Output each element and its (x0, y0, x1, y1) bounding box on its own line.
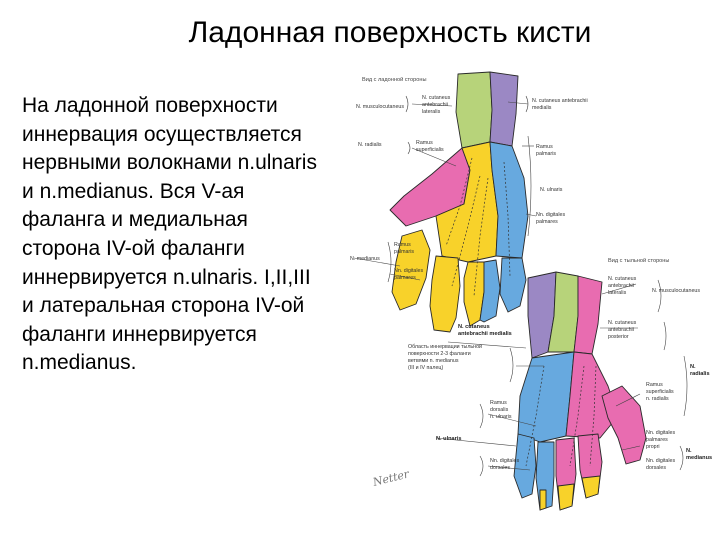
label-superf-1: Ramus (416, 140, 433, 146)
label-dig-m-1: Nn. digitales (394, 268, 424, 274)
label-leaders (353, 95, 688, 477)
label-b-dig-m-2: dorsales (646, 465, 666, 471)
hand-innervation-illustration: Вид с ладонной стороны N. musculocutaneu… (350, 71, 712, 511)
label-b-dig-d-1: Nn. digitales (490, 458, 520, 464)
palmar-little-finger (499, 257, 527, 313)
figure-labels: Вид с ладонной стороны N. musculocutaneu… (350, 76, 712, 471)
label-b-dig-p-3: propri (646, 444, 660, 450)
label-b-cut-post-2: antebrachii (608, 327, 634, 333)
palmar-caption: Вид с ладонной стороны (362, 76, 426, 83)
label-dig-m-2: palmares (394, 275, 416, 281)
label-b-ulnaris: N. ulnaris (436, 436, 462, 442)
label-b-musculocutaneus: N. musculocutaneus (652, 288, 700, 294)
dorsal-forearm-medial (573, 275, 603, 355)
label-cut-med-1: N. cutaneus antebrachii (532, 98, 588, 104)
artist-signature: Netter (371, 467, 411, 489)
dorsal-little-finger (513, 433, 537, 499)
palmar-index-finger (391, 229, 431, 311)
dorsal-palm-ulnar (517, 351, 575, 443)
label-b-cut-post-3: posterior (608, 334, 629, 340)
label-cut-med-2: medialis (532, 105, 552, 111)
label-b-dig-p-1: Nn. digitales (646, 430, 676, 436)
label-b-cut-ant-1: N. cutaneus (608, 276, 637, 282)
label-cut-ant-1: N. cutaneus (422, 95, 451, 101)
slide-body-text: На ладонной поверхности иннервация осуще… (22, 94, 317, 375)
palmar-hand (389, 71, 529, 333)
label-cut-ant-2: antebrachii (422, 102, 448, 108)
label-b-dors-3: n. ulnaris (490, 414, 512, 420)
dorsal-nerve-lines (525, 365, 597, 467)
slide-title: Ладонная поверхность кисти (188, 16, 592, 49)
label-palm-m-1: Ramus (394, 242, 411, 248)
label-superf-2: superficialis (416, 147, 444, 153)
label-b-dig-m-1: Nn. digitales (646, 458, 676, 464)
label-medianus-top: N. medianus (350, 256, 380, 262)
dorsal-hand (513, 271, 647, 511)
label-note-4: (III и IV палец) (408, 365, 443, 371)
label-b-cut-ant-2: antebrachii (608, 283, 634, 289)
label-b-dors-1: Ramus (490, 400, 507, 406)
label-palm-m-2: palmaris (394, 249, 414, 255)
label-b-dors-2: dorsalis (490, 407, 509, 413)
palmar-forearm-lateral (455, 71, 493, 149)
label-b-cut-ant-3: lateralis (608, 290, 627, 296)
label-b-superf-2: superficialis (646, 389, 674, 395)
label-b-cut-med-1: N. cutaneus (458, 324, 490, 330)
dorsal-middle-tip (557, 483, 575, 511)
label-b-cut-post-1: N. cutaneus (608, 320, 637, 326)
palmar-nerve-lines (445, 157, 511, 297)
label-b-radialis-1: N. (690, 364, 696, 370)
label-b-medianus-1: N. (686, 448, 692, 454)
label-b-cut-med-2: antebrachii medialis (458, 331, 512, 337)
label-palm-u-1: Ramus (536, 144, 553, 150)
dorsal-palm-radial (565, 351, 619, 439)
label-b-dig-d-2: dorsales (490, 465, 510, 471)
label-b-medianus-2: medianus (686, 455, 712, 461)
label-b-superf-1: Ramus (646, 382, 663, 388)
dorsal-thumb (601, 385, 647, 465)
label-palm-u-2: palmaris (536, 151, 556, 157)
palmar-ring-finger-medial (479, 259, 501, 323)
label-ulnaris-top: N. ulnaris (540, 187, 563, 193)
label-dig-u-1: Nn. digitales (536, 212, 566, 218)
palmar-forearm-medial (489, 71, 519, 147)
label-dig-u-2: palmares (536, 219, 558, 225)
label-note-3: ветвями n. medianus (408, 358, 459, 364)
label-b-radialis-2: radialis (690, 371, 710, 377)
dorsal-caption: Вид с тыльной стороны (608, 257, 669, 264)
label-note-1: Область иннервации тыльной (408, 343, 482, 350)
dorsal-ring-tip (539, 489, 547, 511)
label-b-dig-p-2: palmares (646, 437, 668, 443)
hand-innervation-figure: Вид с ладонной стороны N. musculocutaneu… (340, 66, 720, 540)
label-radialis-top: N. radialis (358, 142, 382, 148)
label-musculocutaneus-top: N. musculocutaneus (356, 104, 404, 110)
dorsal-index-tip (581, 475, 601, 499)
label-cut-ant-3: lateralis (422, 109, 441, 115)
label-b-superf-3: n. radialis (646, 396, 669, 402)
palmar-middle-finger (429, 255, 461, 333)
label-note-2: поверхности 2-3 фаланги (408, 351, 471, 357)
